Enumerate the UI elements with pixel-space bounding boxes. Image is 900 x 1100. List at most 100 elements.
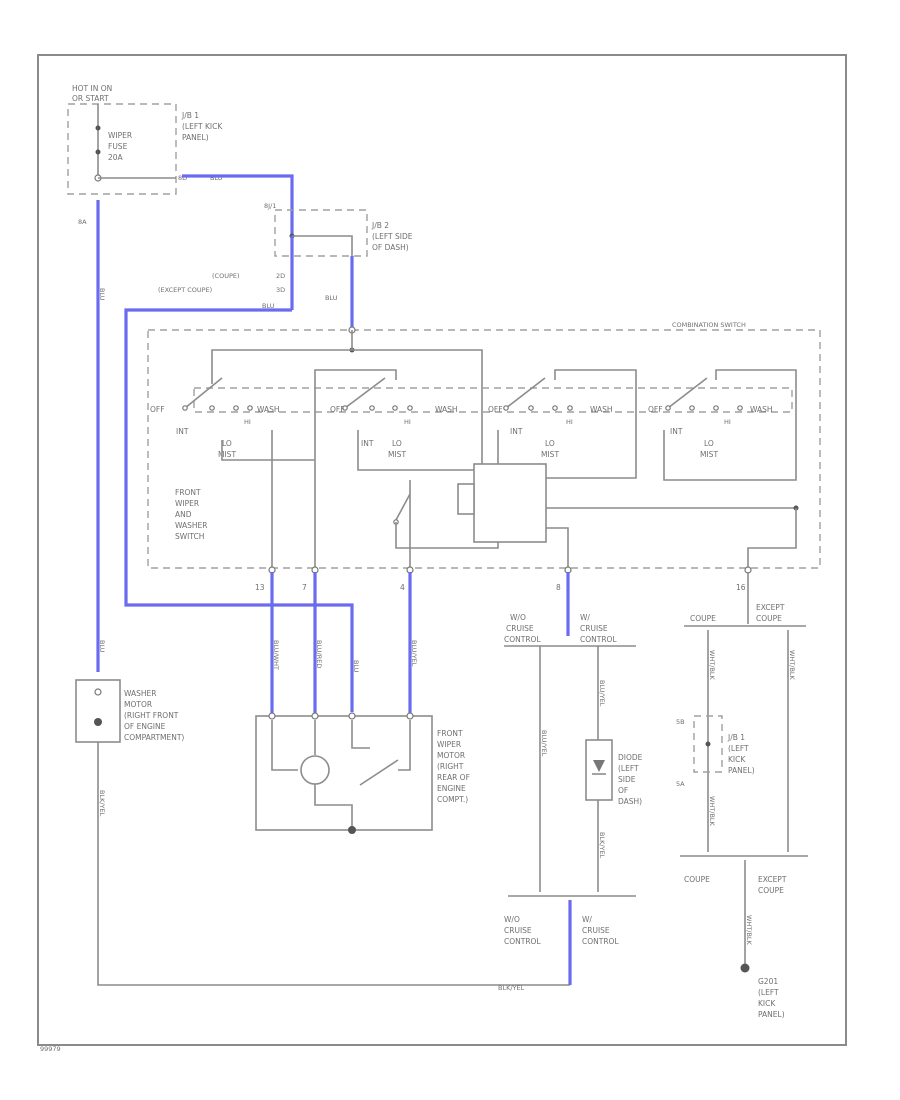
contact xyxy=(342,405,348,411)
pos-mist-4: MIST xyxy=(700,450,718,459)
contact xyxy=(713,405,719,411)
washer-label-3: (RIGHT FRONT xyxy=(124,711,179,720)
pin4-color: BLU/YEL xyxy=(410,640,418,667)
washer-ground-wire xyxy=(97,742,570,986)
wiper-motor-icon xyxy=(300,755,330,785)
jb2-pin-a: 2D xyxy=(276,272,285,280)
contact-arm-4 xyxy=(667,377,708,409)
switch-int-wire-3 xyxy=(357,430,474,471)
jb1-right-label-4: PANEL) xyxy=(728,766,755,775)
cruise-top-wo-3: CONTROL xyxy=(504,635,541,644)
pos-int-1: INT xyxy=(176,427,189,436)
cruise-top-w-1: W/ xyxy=(580,613,590,622)
contact xyxy=(552,405,558,411)
jb1-right-label-1: J/B 1 xyxy=(727,733,745,742)
relay-wire-8 xyxy=(546,527,569,570)
pos-off-1: OFF xyxy=(150,405,165,414)
coupe-label: (COUPE) xyxy=(212,272,240,280)
washer-label-2: MOTOR xyxy=(124,700,152,709)
washer-label-1: WASHER xyxy=(124,689,157,698)
relay-coil xyxy=(457,483,475,515)
intermittent-relay-box xyxy=(473,463,547,543)
hot-label-2: OR START xyxy=(72,94,109,103)
jb1-label-1: J/B 1 xyxy=(181,111,199,120)
motor-park-wire xyxy=(351,720,370,749)
ground-label-3: KICK xyxy=(758,999,776,1008)
switch-int-wire-2 xyxy=(221,440,315,461)
jb2-box xyxy=(274,209,368,257)
motor-label-3: MOTOR xyxy=(437,751,465,760)
motor-terminal xyxy=(311,712,319,720)
contact-arm-3 xyxy=(505,377,546,409)
washer-terminal xyxy=(94,688,102,696)
wiper-switch-label-2: WIPER xyxy=(175,499,199,508)
cruise-top-w-3: CONTROL xyxy=(580,635,617,644)
switch-bus-wire xyxy=(211,349,483,470)
pos-off-3: OFF xyxy=(488,405,503,414)
combination-switch-label: COMBINATION SWITCH xyxy=(672,321,746,329)
diode-label-3: SIDE xyxy=(618,775,636,784)
diode-label-4: OF xyxy=(618,786,628,795)
ground-label-1: G201 xyxy=(758,977,778,986)
wiper-switch-label-3: AND xyxy=(175,510,192,519)
connector-label: 8A xyxy=(78,218,87,226)
pos-lo-1: LO xyxy=(222,439,232,448)
pin4-motor-color: BLU xyxy=(352,660,360,673)
coupe-color: WHT/BLK xyxy=(708,650,716,681)
cruise-top-w-2: CRUISE xyxy=(580,624,608,633)
pos-lo-2: LO xyxy=(392,439,402,448)
pin-4-label: 4 xyxy=(400,583,405,592)
jb1-right-label-2: (LEFT xyxy=(728,744,749,753)
contact xyxy=(689,405,695,411)
cruise-top-wo-1: W/O xyxy=(510,613,526,622)
washer-ground-color: BLK/YEL xyxy=(98,790,106,817)
coupe-bot-except-1: EXCEPT xyxy=(758,875,787,884)
motor-label-2: WIPER xyxy=(437,740,461,749)
diode-icon xyxy=(593,760,605,772)
ground-label-4: PANEL) xyxy=(758,1010,785,1019)
motor-label-5: REAR OF xyxy=(437,773,470,782)
motor-ground-icon xyxy=(348,826,356,834)
jb2-label-1: J/B 2 xyxy=(371,221,389,230)
contact xyxy=(503,405,509,411)
motor-label-1: FRONT xyxy=(437,729,463,738)
figure-id: 99979 xyxy=(40,1045,61,1053)
diagram-frame xyxy=(37,54,847,1046)
washer-motor-icon xyxy=(94,718,102,726)
jb1-label-2: (LEFT KICK xyxy=(182,122,223,131)
cruise-bot-w-3: CONTROL xyxy=(582,937,619,946)
wiper-motor-box xyxy=(255,715,433,831)
contact-arm-1 xyxy=(184,377,223,409)
coupe-bot-except-2: COUPE xyxy=(758,886,784,895)
contact xyxy=(567,405,573,411)
pin-13-label: 13 xyxy=(255,583,265,592)
pos-mist-3: MIST xyxy=(541,450,559,459)
coupe-top-except-1: EXCEPT xyxy=(756,603,785,612)
hot-label-1: HOT IN ON xyxy=(72,84,112,93)
coupe-top-except-2: COUPE xyxy=(756,614,782,623)
motor-wire-d xyxy=(398,720,411,771)
coupe-bot-coupe: COUPE xyxy=(684,875,710,884)
jb2-connector: 8J/1 xyxy=(264,202,276,210)
motor-label-7: COMPT.) xyxy=(437,795,468,804)
pin13-color: BLU/WHT xyxy=(272,640,280,670)
pos-off-4: OFF xyxy=(648,405,663,414)
loop-color: BLU xyxy=(262,302,275,310)
jb1-right-pin-a: 5B xyxy=(676,718,685,726)
contact xyxy=(209,405,215,411)
motor-terminal xyxy=(348,712,356,720)
motor-wire-c xyxy=(314,784,353,830)
diode-label-2: (LEFT xyxy=(618,764,639,773)
pin-8-label: 8 xyxy=(556,583,561,592)
contact xyxy=(369,405,375,411)
park-switch-arm xyxy=(359,759,399,786)
contact xyxy=(665,405,671,411)
fuse-terminal-bottom xyxy=(95,149,101,155)
contact xyxy=(233,405,239,411)
cruise-wo-color: BLU/YEL xyxy=(540,730,548,757)
relay-switch-arm xyxy=(395,493,411,521)
contact-arm-2 xyxy=(344,377,386,409)
jb1-label-3: PANEL) xyxy=(182,133,209,142)
pin7-color: BLU/RED xyxy=(315,640,323,668)
pos-lo-3: LO xyxy=(545,439,555,448)
